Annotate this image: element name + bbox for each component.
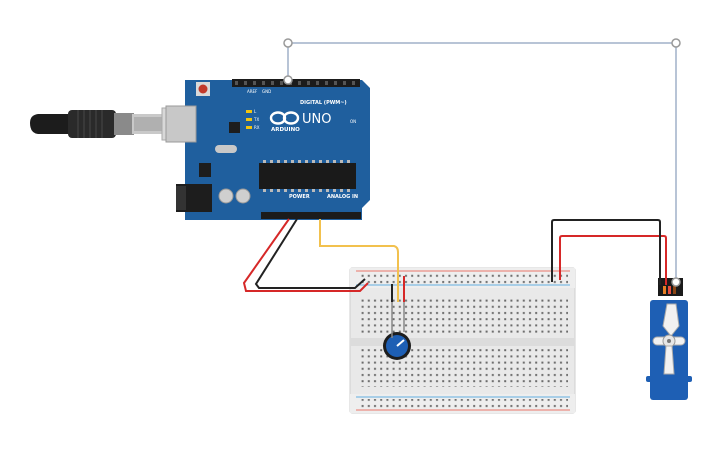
potentiometer[interactable] [383, 332, 411, 360]
servo-power-wire[interactable] [559, 235, 667, 285]
ground-wire[interactable] [254, 218, 366, 289]
arduino-logo [269, 111, 300, 125]
model-label: UNO [302, 112, 331, 127]
power-header [261, 212, 321, 219]
signal-wire[interactable] [287, 42, 677, 285]
servo-ground-wire[interactable] [551, 219, 661, 285]
digital-header [232, 79, 360, 87]
analog-header-label: ANALOG IN [327, 194, 358, 200]
microcontroller-chip [259, 163, 356, 189]
arduino-uno[interactable]: AREF GND DIGITAL (PWM~) L TX RX ARDUINO … [165, 79, 370, 220]
tx-label: TX [253, 117, 259, 122]
analog-wire[interactable] [319, 219, 399, 302]
wire-node[interactable] [671, 277, 681, 287]
digital-header-label: DIGITAL (PWM~) [300, 100, 347, 106]
analog-header [319, 212, 361, 219]
power-wire-5v[interactable] [242, 218, 369, 292]
rx-label: RX [254, 125, 260, 130]
servo-motor[interactable] [646, 278, 692, 400]
wire-node[interactable] [283, 38, 293, 48]
wire-node[interactable] [283, 75, 293, 85]
power-header-label: POWER [289, 194, 310, 200]
on-label: ON [350, 119, 356, 124]
l-label: L [254, 109, 257, 114]
wire-node[interactable] [671, 38, 681, 48]
breadboard[interactable] [349, 267, 576, 414]
aref-label: AREF [247, 89, 258, 94]
gnd-label: GND [262, 89, 271, 94]
brand-label: ARDUINO [271, 127, 300, 133]
